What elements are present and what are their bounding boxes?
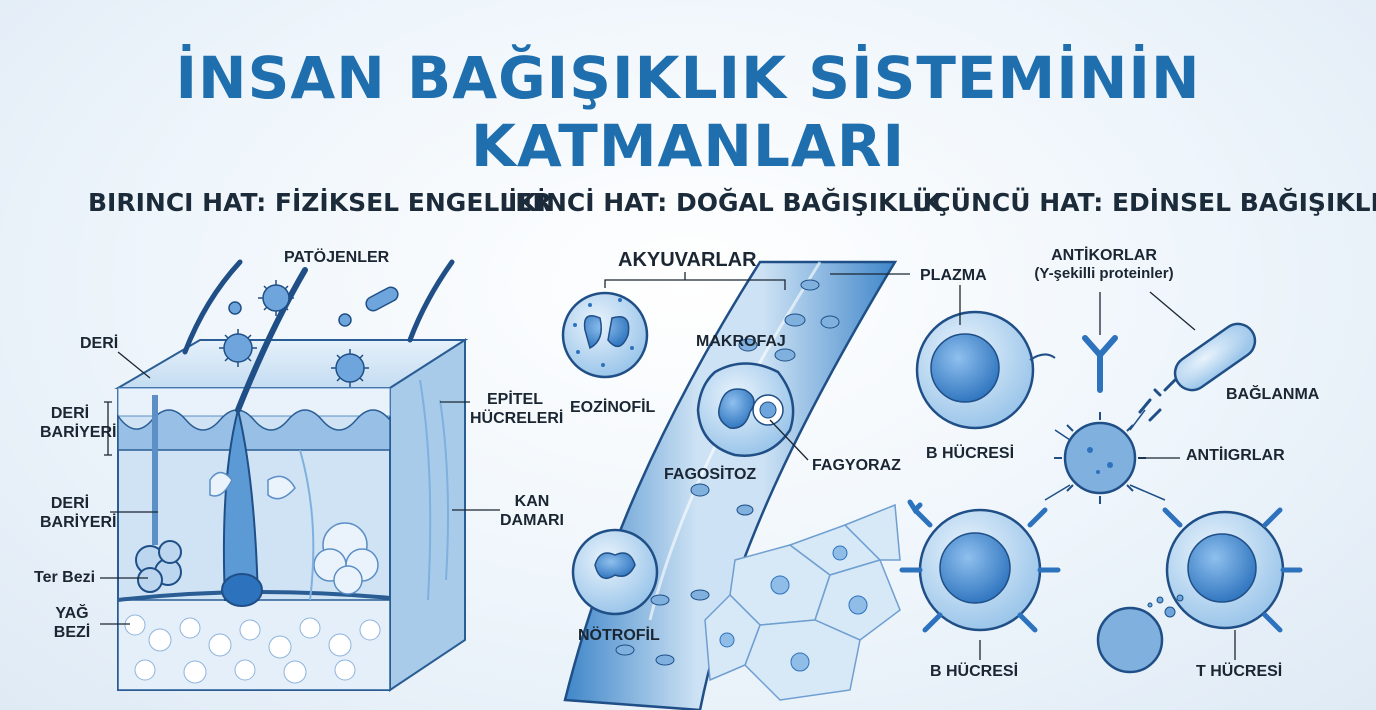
label-neutrophil: NÖTROFİL [578, 627, 660, 644]
label-antibodies: ANTİKORLAR (Y-şekilli proteinler) [1024, 246, 1184, 283]
section-title-first-line: BIRINCI HAT: FİZİKSEL ENGELLER [88, 188, 552, 217]
label-blood-vessel-line1: KAN [514, 493, 550, 510]
page-title: İNSAN BAĞIŞIKLIK SİSTEMİNİN KATMANLARI [175, 44, 1201, 180]
label-sweat-gland: Ter Bezi [34, 569, 96, 586]
label-eosinophil: EOZİNOFİL [570, 399, 656, 416]
adaptive-immunity [899, 285, 1303, 674]
label-epithelial-cells: EPİTEL HÜCRELERİ [470, 390, 564, 428]
label-blood-vessel-line2: DAMARI [500, 512, 564, 530]
label-skin-barrier-1-line2: BARİYERİ [40, 424, 117, 442]
label-plasma: PLAZMA [920, 267, 987, 284]
label-b-cell-bottom: B HÜCRESİ [930, 663, 1019, 680]
label-skin: DERİ [80, 335, 119, 352]
label-skin-barrier-2: DERİ BARİYERİ [40, 494, 117, 532]
label-leukocytes: AKYUVARLAR [618, 249, 757, 271]
label-skin-barrier-2-line1: DERİ [50, 495, 90, 512]
label-b-cell-top: B HÜCRESİ [926, 445, 1015, 462]
label-macrophage: MAKROFAJ [696, 333, 786, 350]
label-blood-vessel: KAN DAMARI [500, 492, 564, 530]
label-antibodies-line1: ANTİKORLAR [1051, 247, 1157, 264]
label-t-cell: T HÜCRESİ [1196, 663, 1283, 680]
label-fat-gland-line2: BEZİ [53, 624, 91, 642]
label-fat-gland-line1: YAĞ [55, 605, 89, 622]
label-binding: BAĞLANMA [1226, 386, 1320, 403]
label-antibodies-line2: (Y-şekilli proteinler) [1034, 265, 1174, 283]
blood-vessel [561, 260, 910, 710]
label-epithelial-line1: EPİTEL [486, 391, 543, 408]
label-epithelial-line2: HÜCRELERİ [470, 410, 564, 428]
label-antigens: ANTİIGRLAR [1186, 447, 1285, 464]
label-skin-barrier-1: DERİ BARİYERİ [40, 404, 117, 442]
label-phagosome: FAGYORAZ [812, 457, 901, 474]
label-phagocytosis: FAGOSİTOZ [664, 466, 757, 483]
label-fat-gland: YAĞ BEZİ [46, 604, 98, 642]
label-pathogens: PATÖJENLER [284, 249, 390, 266]
section-title-second-line: İKİNCİ HAT: DOĞAL BAĞIŞIKLIK [508, 188, 942, 217]
skin-block [100, 259, 500, 692]
section-title-third-line: ÜÇÜNCÜ HAT: EDİNSEL BAĞIŞIKLIK [912, 188, 1376, 217]
label-skin-barrier-1-line1: DERİ [50, 405, 90, 422]
label-skin-barrier-2-line2: BARİYERİ [40, 514, 117, 532]
